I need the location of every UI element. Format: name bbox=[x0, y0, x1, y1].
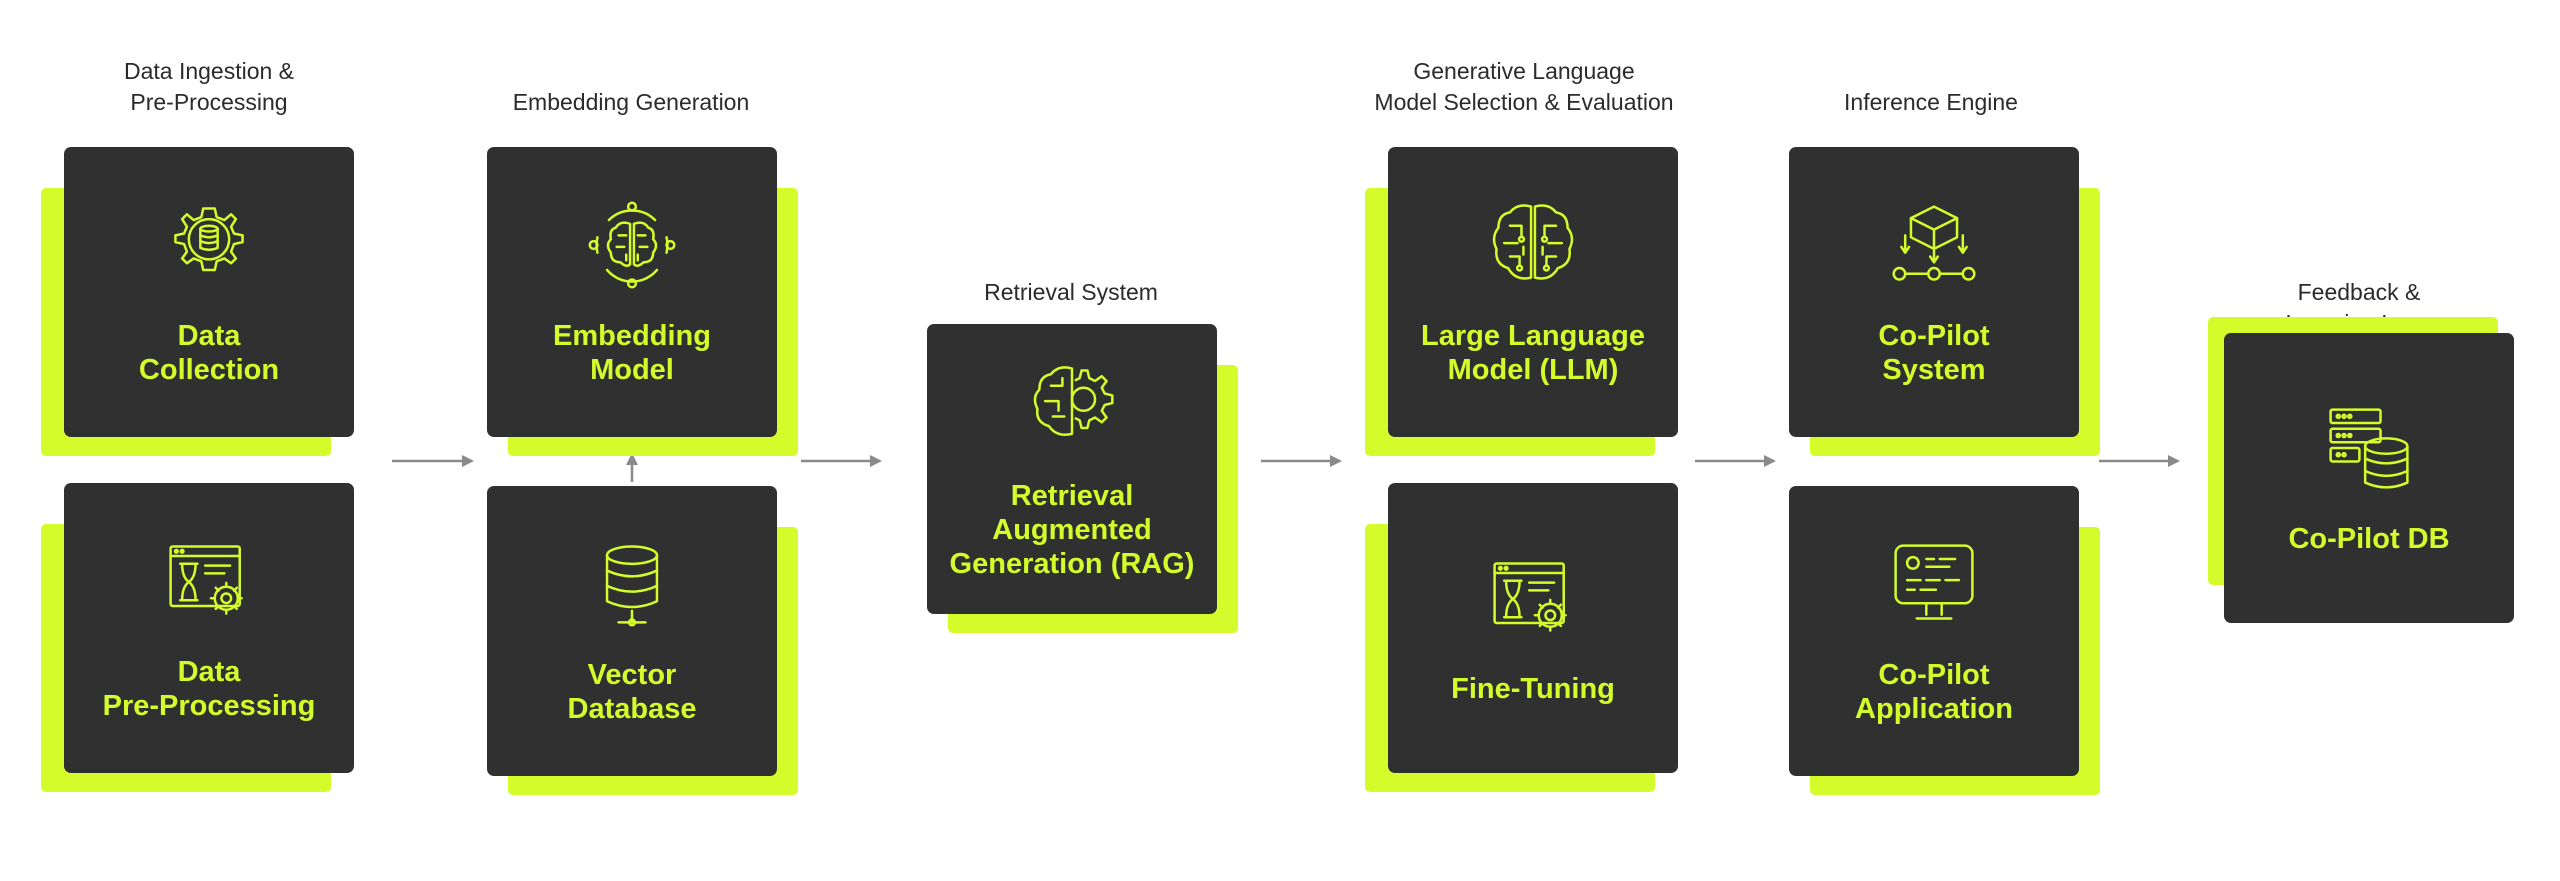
stage-label-retrieval: Retrieval System bbox=[984, 279, 1158, 305]
circuit-brain-icon bbox=[1492, 204, 1574, 280]
hourglass-gear-window-icon bbox=[169, 545, 243, 615]
stage-label-embedding: Embedding Generation bbox=[512, 89, 750, 115]
card-llm: Large Language Model (LLM) bbox=[1365, 147, 1698, 457]
card-body: Vector Database bbox=[487, 486, 777, 776]
card-title: Vector Database bbox=[567, 659, 697, 725]
card-data-preprocessing: Data Pre-Processing bbox=[41, 483, 374, 793]
card-body: Embedding Model bbox=[487, 147, 777, 437]
card-title: Data Collection bbox=[138, 320, 280, 386]
card-body: Fine-Tuning bbox=[1388, 483, 1678, 773]
card-copilot-system: Co-Pilot System bbox=[1789, 147, 2100, 457]
card-title: Fine-Tuning bbox=[1451, 673, 1615, 705]
card-title: Data Pre-Processing bbox=[102, 656, 316, 722]
card-body: Large Language Model (LLM) bbox=[1388, 147, 1678, 437]
monitor-app-icon bbox=[1894, 544, 1974, 620]
card-embedding-model: Embedding Model bbox=[487, 147, 798, 457]
card-title: Co-Pilot DB bbox=[2288, 523, 2450, 555]
card-body: Co-Pilot DB bbox=[2224, 333, 2514, 623]
card-vector-database: Vector Database bbox=[487, 486, 798, 796]
card-copilot-application: Co-Pilot Application bbox=[1789, 486, 2100, 796]
card-title: Large Language Model (LLM) bbox=[1421, 320, 1645, 386]
card-copilot-db: Co-Pilot DB bbox=[2208, 317, 2534, 643]
card-fine-tuning: Fine-Tuning bbox=[1365, 483, 1698, 793]
hourglass-gear-window-icon bbox=[1493, 562, 1567, 632]
card-body: Retrieval Augmented Generation (RAG) bbox=[927, 324, 1217, 614]
card-title: Co-Pilot Application bbox=[1855, 659, 2013, 725]
card-title: Embedding Model bbox=[553, 320, 711, 386]
database-icon bbox=[605, 545, 659, 627]
cube-network-icon bbox=[1892, 205, 1976, 281]
card-title: Co-Pilot System bbox=[1878, 320, 1990, 386]
card-rag: Retrieval Augmented Generation (RAG) bbox=[927, 324, 1238, 634]
card-body: Data Pre-Processing bbox=[64, 483, 354, 773]
card-body: Co-Pilot Application bbox=[1789, 486, 2079, 776]
brain-cycle-icon bbox=[588, 201, 676, 289]
card-title: Retrieval Augmented Generation (RAG) bbox=[949, 480, 1195, 580]
card-body: Co-Pilot System bbox=[1789, 147, 2079, 437]
stage-label-ingestion: Data Ingestion & Pre-Processing bbox=[123, 58, 295, 115]
stage-label-generative: Generative Language Model Selection & Ev… bbox=[1374, 58, 1674, 115]
gear-database-icon bbox=[174, 207, 244, 272]
card-body: Data Collection bbox=[64, 147, 354, 437]
card-data-collection: Data Collection bbox=[41, 147, 374, 457]
stage-label-inference: Inference Engine bbox=[1844, 89, 2018, 115]
server-database-icon bbox=[2329, 408, 2409, 489]
brain-gear-icon bbox=[1033, 366, 1114, 437]
